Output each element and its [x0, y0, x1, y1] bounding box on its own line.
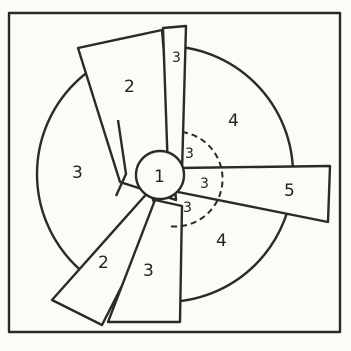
label-region-left: 3	[72, 163, 83, 183]
label-region-top-right: 4	[228, 111, 239, 131]
label-ring-middle: 3	[200, 176, 209, 192]
label-blade-bottom-mid: 3	[143, 261, 154, 281]
label-ring-upper: 3	[185, 146, 194, 162]
label-blade-top-long: 2	[124, 77, 135, 97]
label-hub: 1	[154, 167, 165, 187]
label-region-bottom-right: 4	[216, 231, 227, 251]
blade-right	[178, 166, 330, 222]
blade-top-narrow	[163, 26, 186, 172]
label-ring-lower: 3	[183, 200, 192, 216]
label-blade-bottom-left: 2	[98, 253, 109, 273]
label-blade-right: 5	[284, 181, 295, 201]
label-blade-top-narrow: 3	[172, 50, 181, 66]
